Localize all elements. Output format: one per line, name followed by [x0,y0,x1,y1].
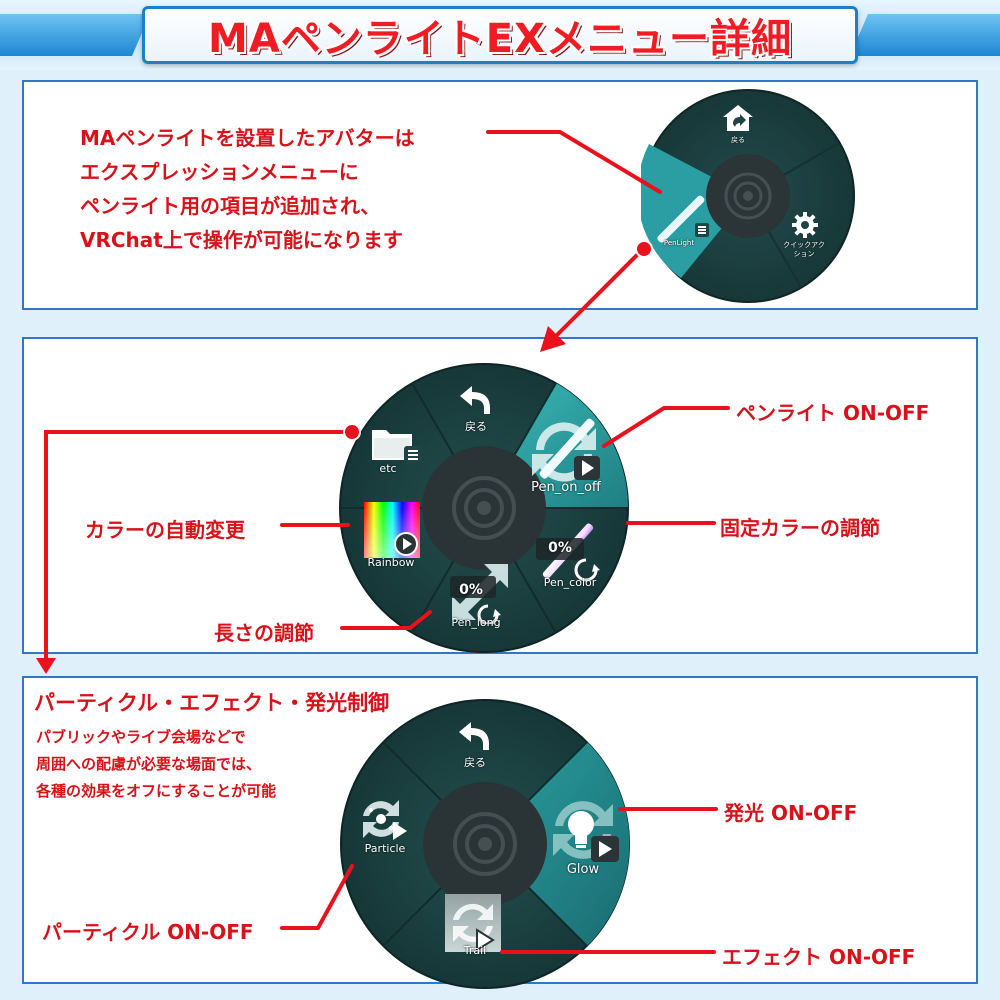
annotation-pen-on-off: ペンライト ON-OFF [736,401,930,425]
radial-menu-penlight: 戻る Pen_on_off 0% Pen_color [338,362,630,654]
intro-line-3: ペンライト用の項目が追加され、 [80,194,381,218]
annotation-particle: パーティクル ON-OFF [42,920,254,944]
length-radial-icon[interactable] [440,562,512,626]
penlight-back-label: 戻る [465,420,487,433]
penlight-icon[interactable] [655,189,711,245]
radial-menu-etc: 戻る Glow Trail [339,698,631,990]
intro-line-2: エクスプレッションメニューに [80,160,359,184]
etc-desc-line-2: 周囲への配慮が必要な場面では、 [36,755,262,773]
folder-icon[interactable] [368,422,428,466]
etc-label: etc [379,462,397,475]
etc-desc-line-3: 各種の効果をオフにすることが可能 [36,782,277,800]
annotation-trail: エフェクト ON-OFF [722,945,916,969]
root-back-label: 戻る [731,136,745,144]
pen-long-label: Pen_long [451,616,501,629]
etc-back-label: 戻る [464,756,486,769]
bulb-icon[interactable] [547,796,623,868]
etc-title: パーティクル・エフェクト・発光制御 [34,691,390,715]
annotation-pen-long: 長さの調節 [214,621,314,645]
page-title: MAペンライトEXメニュー詳細 [208,16,792,62]
pen-on-off-label: Pen_on_off [531,480,601,495]
back-home-icon[interactable] [721,103,755,133]
etc-desc-line-1: パブリックやライブ会場などで [36,728,246,746]
header-stripe-right [850,14,1000,56]
root-penlight-label: PenLight [663,239,695,247]
pen-long-value: 0% [459,582,483,598]
header-stripe-left [0,14,150,56]
gear-icon[interactable] [791,211,819,239]
annotation-glow: 発光 ON-OFF [724,801,858,825]
color-radial-icon[interactable] [534,520,604,582]
glow-label: Glow [566,862,600,877]
root-quick-action-label: クイックアク ション [783,241,825,258]
annotation-pen-color: 固定カラーの調節 [720,516,880,540]
particle-label: Particle [364,842,406,855]
trail-label: Trail [463,944,487,957]
header-plate [142,6,858,64]
rainbow-icon[interactable] [364,502,420,558]
toggle-icon[interactable] [526,414,606,484]
back-arrow-icon[interactable] [455,720,495,752]
trail-icon[interactable] [441,894,507,952]
back-arrow-icon[interactable] [456,384,496,416]
annotation-rainbow: カラーの自動変更 [85,518,245,542]
pen-color-label: Pen_color [543,576,597,589]
particle-icon[interactable] [357,794,411,844]
intro-line-1: MAペンライトを設置したアバターは [80,126,415,150]
intro-line-4: VRChat上で操作が可能になります [80,228,403,252]
pen-color-value: 0% [548,540,572,556]
radial-menu-root: 戻る クイックアク ション PenLight [637,89,855,303]
rainbow-label: Rainbow [367,556,415,569]
